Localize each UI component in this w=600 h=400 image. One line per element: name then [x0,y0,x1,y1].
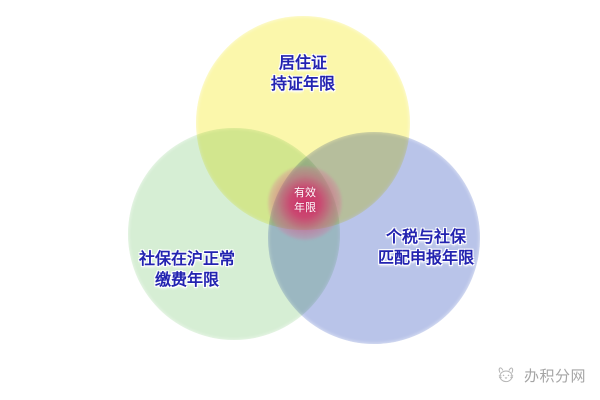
venn-intersection-glow [268,166,342,240]
watermark: 办积分网 [495,364,586,386]
venn-label-social-insurance-line1: 社保在沪正常 [138,249,235,268]
venn-label-social-insurance: 社保在沪正常缴费年限 [87,248,287,290]
venn-label-valid-years-line1: 有效 [294,186,316,199]
venn-label-residence-permit: 居住证持证年限 [213,52,393,94]
wechat-cat-logo-icon [498,367,514,383]
venn-label-tax-and-insurance-match-line1: 个税与社保 [385,227,466,246]
venn-label-residence-permit-line2: 持证年限 [270,74,335,94]
venn-label-social-insurance-line2: 缴费年限 [154,270,219,290]
venn-label-tax-and-insurance-match: 个税与社保匹配申报年限 [326,226,526,268]
venn-label-valid-years: 有效年限 [273,185,337,215]
watermark-text: 办积分网 [523,366,586,385]
venn-label-valid-years-line2: 年限 [294,201,316,215]
venn-label-residence-permit-line1: 居住证 [278,53,327,72]
venn-label-tax-and-insurance-match-line2: 匹配申报年限 [377,248,474,268]
